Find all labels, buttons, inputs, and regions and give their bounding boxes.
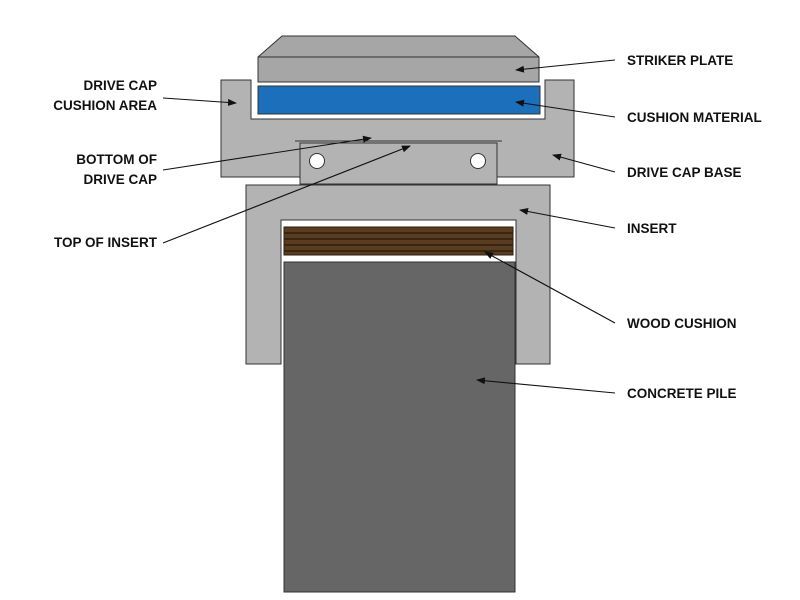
label-striker-plate: STRIKER PLATE xyxy=(627,53,733,68)
label-drive-cap-base: DRIVE CAP BASE xyxy=(627,165,742,180)
leader-concrete-pile xyxy=(476,377,616,394)
leader-insert xyxy=(519,208,616,229)
leader-bottom-of-drive-cap xyxy=(162,135,372,171)
striker-plate xyxy=(257,35,540,83)
leader-wood-cushion xyxy=(484,251,616,324)
label-bottom-of-drive-cap-line1: BOTTOM OF xyxy=(76,152,157,167)
label-wood-cushion: WOOD CUSHION xyxy=(627,316,737,331)
label-drive-cap-cushion-area-line2: CUSHION AREA xyxy=(53,98,157,113)
bolt-hole-left xyxy=(309,153,325,169)
label-concrete-pile: CONCRETE PILE xyxy=(627,386,737,401)
label-bottom-of-drive-cap-line2: DRIVE CAP xyxy=(83,172,157,187)
concrete-pile xyxy=(283,261,516,593)
leader-drive-cap-cushion-area xyxy=(162,97,237,106)
leader-striker-plate xyxy=(515,59,616,73)
top-of-insert-boss xyxy=(299,142,498,185)
leader-drive-cap-base xyxy=(552,153,616,173)
leader-top-of-insert xyxy=(162,145,411,244)
label-cushion-material: CUSHION MATERIAL xyxy=(627,110,762,125)
wood-cushion xyxy=(283,226,514,256)
leader-cushion-material xyxy=(515,99,616,118)
cushion-material xyxy=(257,85,541,115)
bolt-hole-right xyxy=(470,153,486,169)
label-top-of-insert: TOP OF INSERT xyxy=(54,235,158,250)
insert xyxy=(245,184,551,365)
label-insert: INSERT xyxy=(627,221,677,236)
label-drive-cap-cushion-area-line1: DRIVE CAP xyxy=(83,78,157,93)
